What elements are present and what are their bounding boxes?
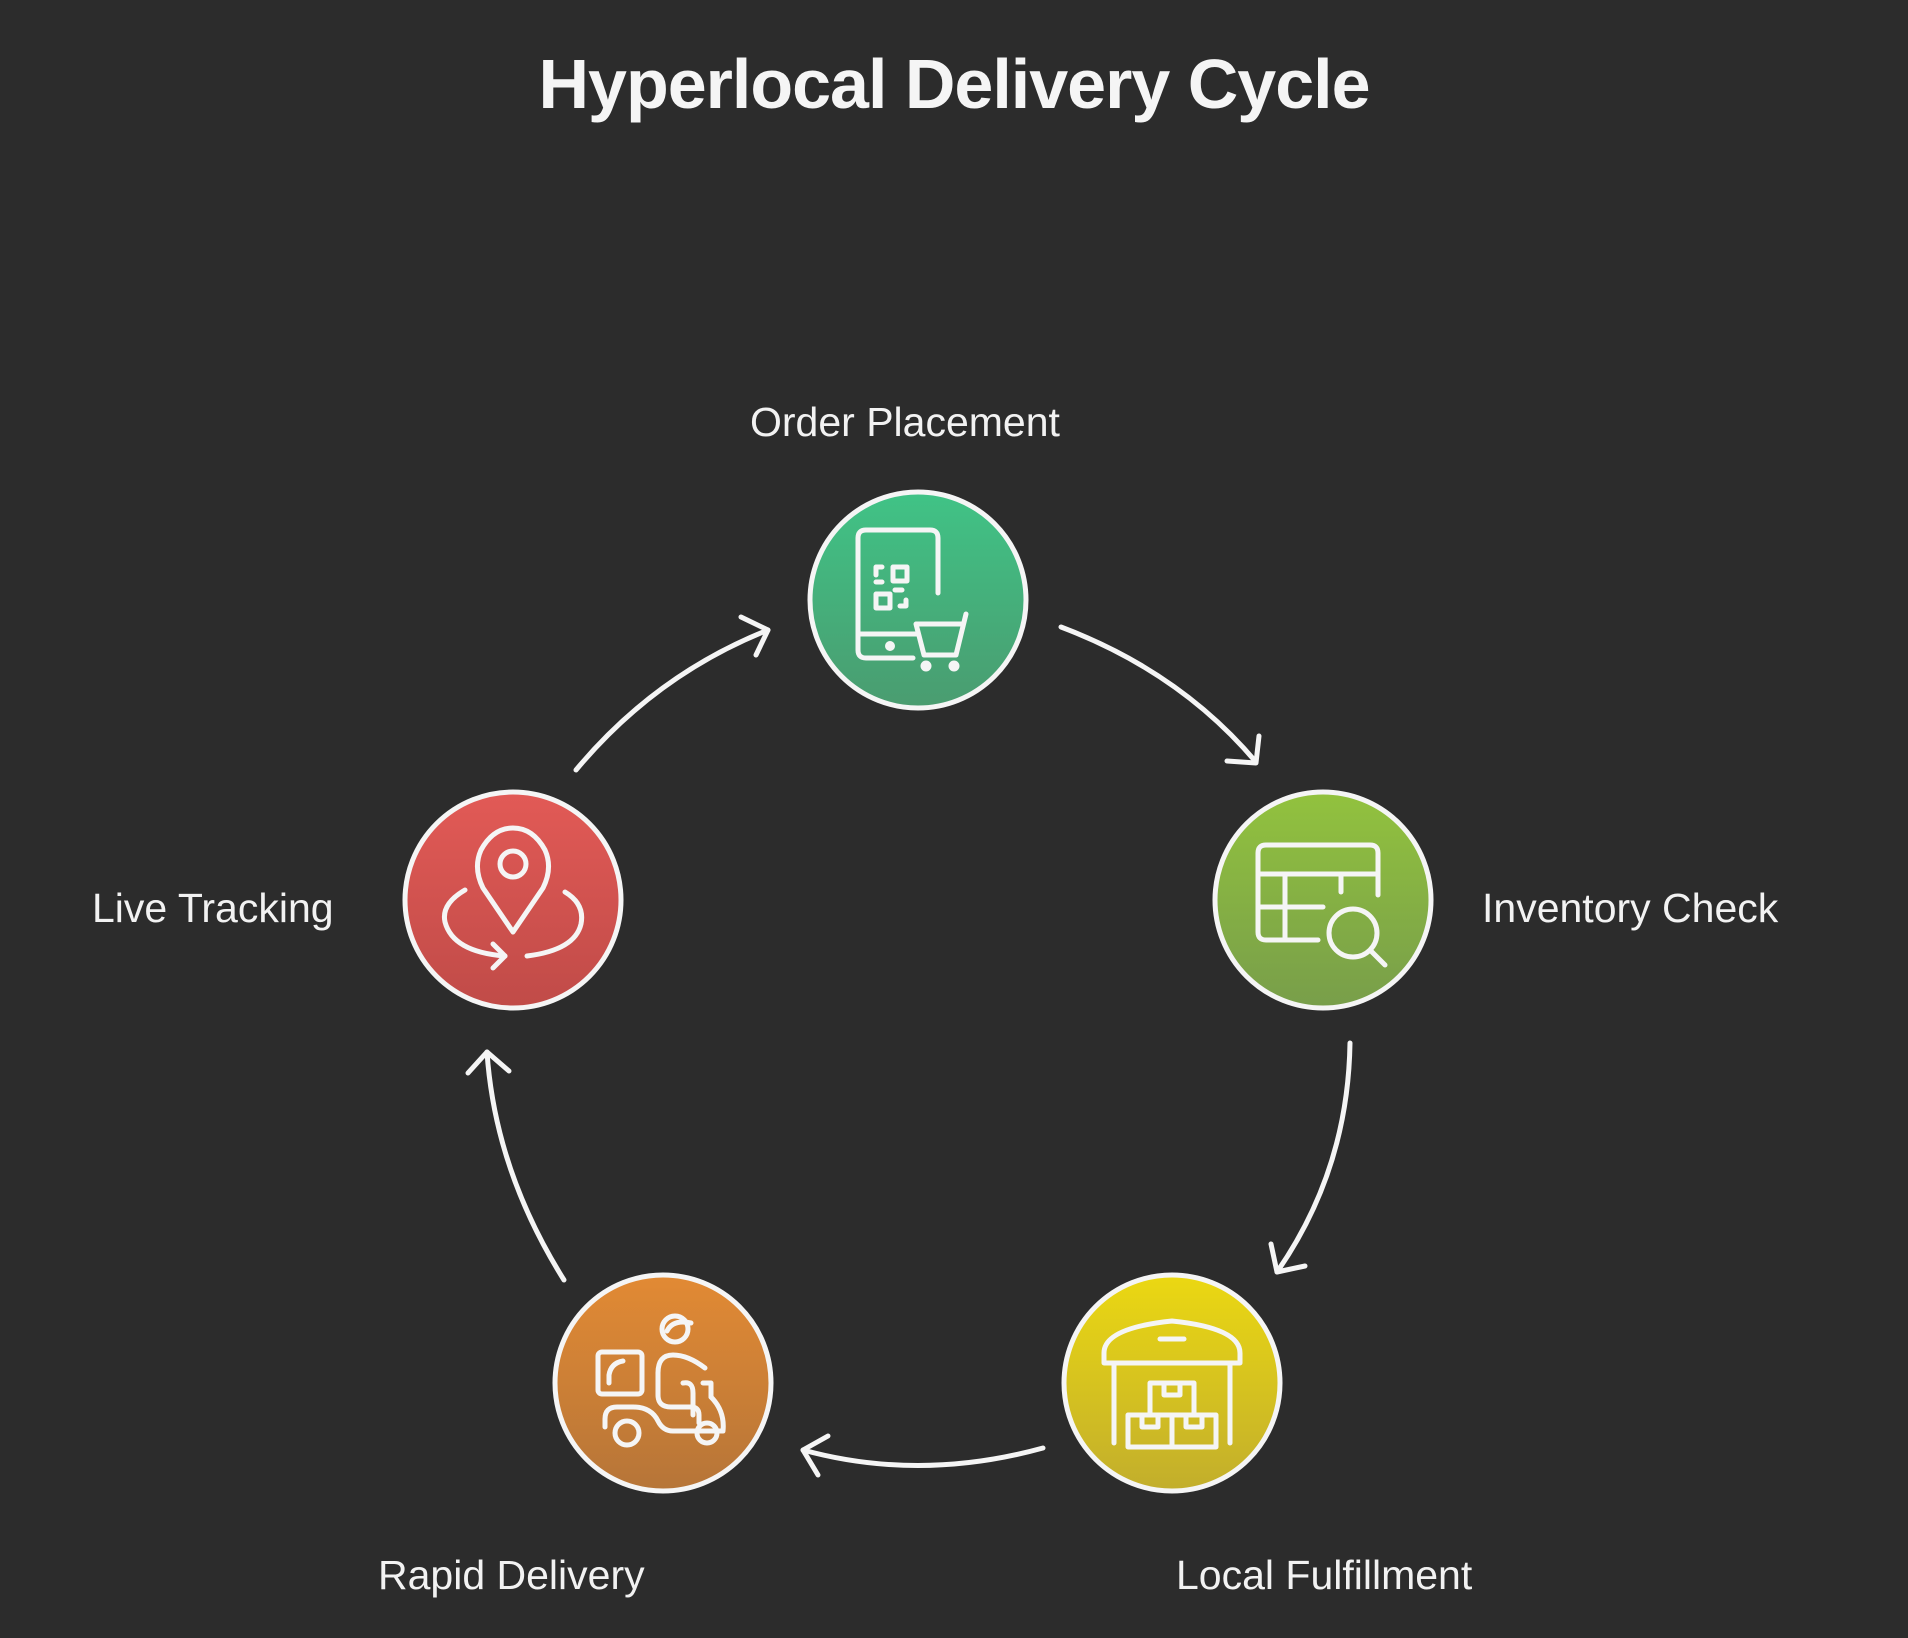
step-node-rapid-delivery	[552, 1272, 774, 1494]
table-magnifier-icon	[1255, 842, 1388, 968]
phone-qr-cart-icon	[855, 527, 969, 672]
step-node-inventory-check	[1212, 789, 1434, 1011]
step-label-live-tracking: Live Tracking	[92, 885, 334, 931]
arrow-fulfillment-to-delivery	[800, 1433, 1046, 1478]
location-pin-orbit-icon	[441, 825, 585, 971]
step-node-local-fulfillment	[1061, 1272, 1283, 1494]
step-node-live-tracking	[402, 789, 624, 1011]
step-label-inventory-check: Inventory Check	[1482, 885, 1779, 931]
arrow-tracking-to-order	[573, 614, 771, 773]
arrow-order-to-inventory	[1058, 624, 1262, 766]
step-node-order-placement	[807, 489, 1029, 711]
warehouse-boxes-icon	[1101, 1318, 1243, 1450]
delivery-scooter-icon	[595, 1313, 726, 1448]
arrow-delivery-to-tracking	[465, 1049, 567, 1283]
step-label-rapid-delivery: Rapid Delivery	[378, 1552, 645, 1598]
page-title: Hyperlocal Delivery Cycle	[538, 45, 1370, 123]
step-label-order-placement: Order Placement	[750, 399, 1060, 445]
step-label-local-fulfillment: Local Fulfillment	[1176, 1552, 1473, 1598]
arrow-inventory-to-fulfillment	[1268, 1040, 1353, 1275]
